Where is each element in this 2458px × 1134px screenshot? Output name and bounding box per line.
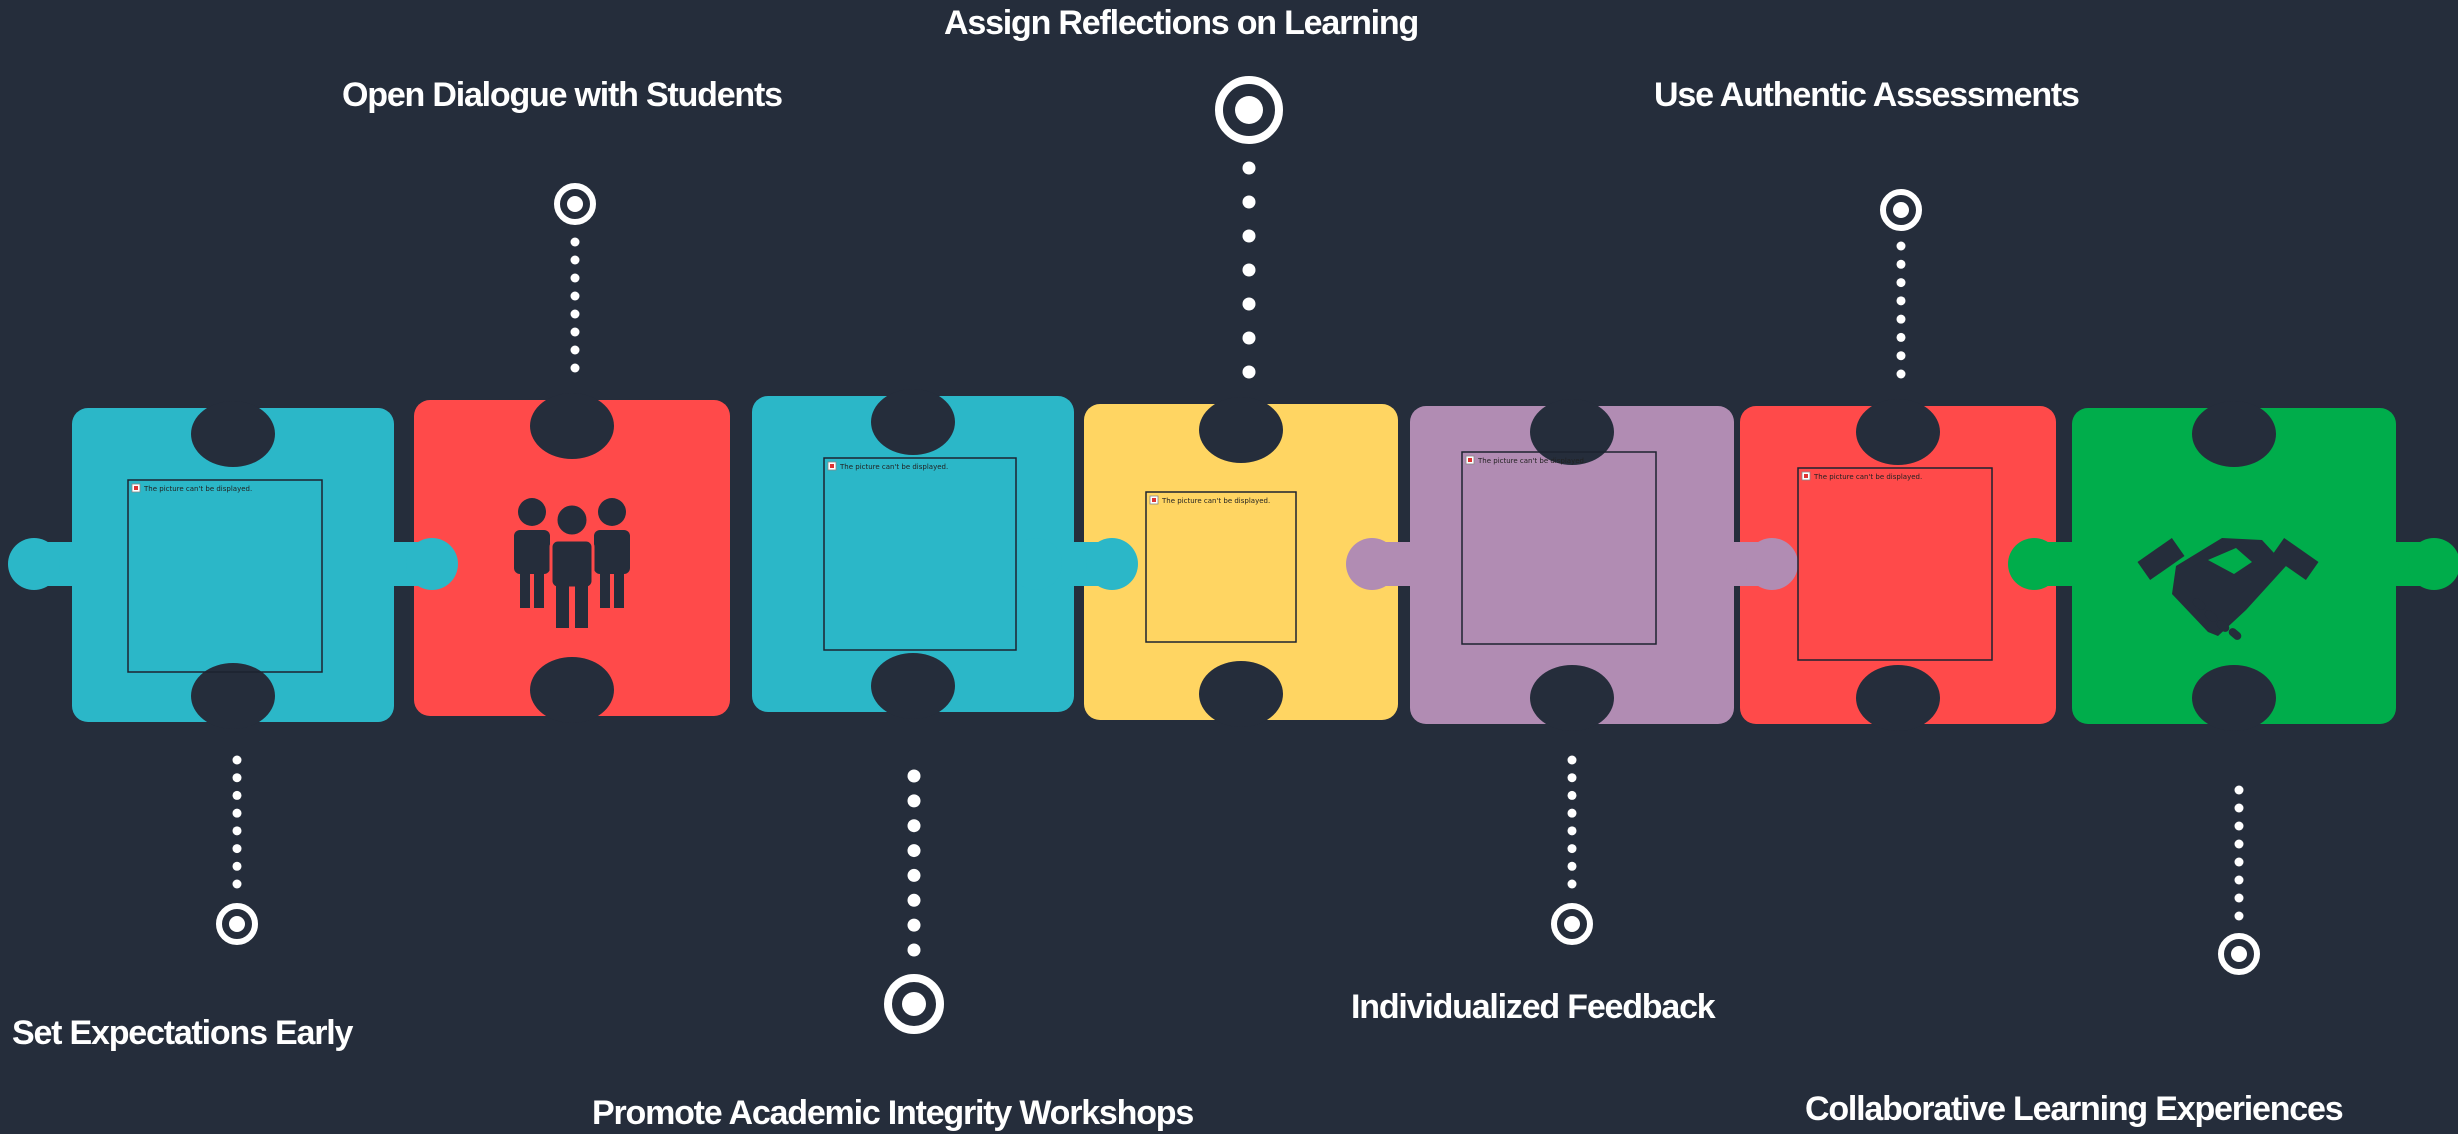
target-marker-icon xyxy=(216,903,258,945)
label-authentic-assessments: Use Authentic Assessments xyxy=(1654,76,2079,114)
piece-socket-6 xyxy=(1856,399,1940,731)
dotted-connector xyxy=(570,237,580,373)
puzzle-piece-1 xyxy=(72,408,394,722)
label-academic-integrity-workshops: Promote Academic Integrity Workshops xyxy=(592,1094,1193,1132)
piece-tab xyxy=(1010,538,1076,590)
label-open-dialogue: Open Dialogue with Students xyxy=(342,76,782,114)
dotted-connector xyxy=(2234,785,2244,921)
piece-socket-1 xyxy=(191,401,275,729)
target-marker-icon xyxy=(1551,903,1593,945)
target-marker-icon xyxy=(2218,933,2260,975)
image-placeholder-5: The picture can't be displayed. xyxy=(1461,451,1657,645)
placeholder-text: The picture can't be displayed. xyxy=(1161,497,1270,505)
dotted-connector xyxy=(1567,755,1577,889)
placeholder-text: The picture can't be displayed. xyxy=(1477,457,1586,465)
people-icon xyxy=(514,498,630,628)
puzzle-pieces: The picture can't be displayed. The pictu… xyxy=(8,389,2458,731)
image-placeholder-6: The picture can't be displayed. xyxy=(1797,467,1993,661)
handshake-icon xyxy=(2137,537,2319,640)
piece-socket-5 xyxy=(1530,399,1614,731)
broken-image-icon xyxy=(1801,471,1811,481)
dotted-connector xyxy=(907,769,921,957)
broken-image-icon xyxy=(131,483,141,493)
piece-socket-4 xyxy=(1199,397,1283,727)
image-placeholder-1: The picture can't be displayed. xyxy=(127,479,323,673)
piece-tab xyxy=(1346,538,1412,590)
target-marker-icon xyxy=(554,183,596,225)
puzzle-piece-6 xyxy=(1740,406,2056,724)
piece-tab xyxy=(8,538,74,590)
label-set-expectations-early: Set Expectations Early xyxy=(12,1014,353,1052)
placeholder-text: The picture can't be displayed. xyxy=(143,485,252,493)
piece-tab xyxy=(1072,538,1138,590)
broken-image-icon xyxy=(1465,455,1475,465)
placeholder-text: The picture can't be displayed. xyxy=(839,463,948,471)
connectors xyxy=(216,76,2260,1034)
puzzle-piece-4 xyxy=(1084,404,1398,720)
image-placeholder-3: The picture can't be displayed. xyxy=(823,457,1017,651)
placeholder-text: The picture can't be displayed. xyxy=(1813,473,1922,481)
piece-tab xyxy=(1732,538,1798,590)
piece-tab xyxy=(2394,538,2458,590)
piece-tab xyxy=(2008,538,2074,590)
dotted-connector xyxy=(1896,241,1906,379)
piece-socket-7 xyxy=(2192,401,2276,731)
target-marker-icon xyxy=(884,974,944,1034)
dotted-connector xyxy=(1242,161,1256,379)
target-marker-icon xyxy=(1880,189,1922,231)
puzzle-piece-3 xyxy=(752,396,1074,712)
broken-image-icon xyxy=(827,461,837,471)
piece-tab xyxy=(392,538,458,590)
dotted-connector xyxy=(232,755,242,889)
label-individualized-feedback: Individualized Feedback xyxy=(1351,988,1716,1026)
broken-image-icon xyxy=(1149,495,1159,505)
label-assign-reflections: Assign Reflections on Learning xyxy=(944,4,1418,42)
step-labels: Set Expectations Early Open Dialogue wit… xyxy=(12,4,2344,1132)
label-collaborative-learning: Collaborative Learning Experiences xyxy=(1805,1090,2343,1128)
target-marker-icon xyxy=(1215,76,1283,144)
piece-socket-2 xyxy=(530,393,614,723)
piece-socket-3 xyxy=(871,389,955,719)
image-placeholder-4: The picture can't be displayed. xyxy=(1145,491,1297,643)
